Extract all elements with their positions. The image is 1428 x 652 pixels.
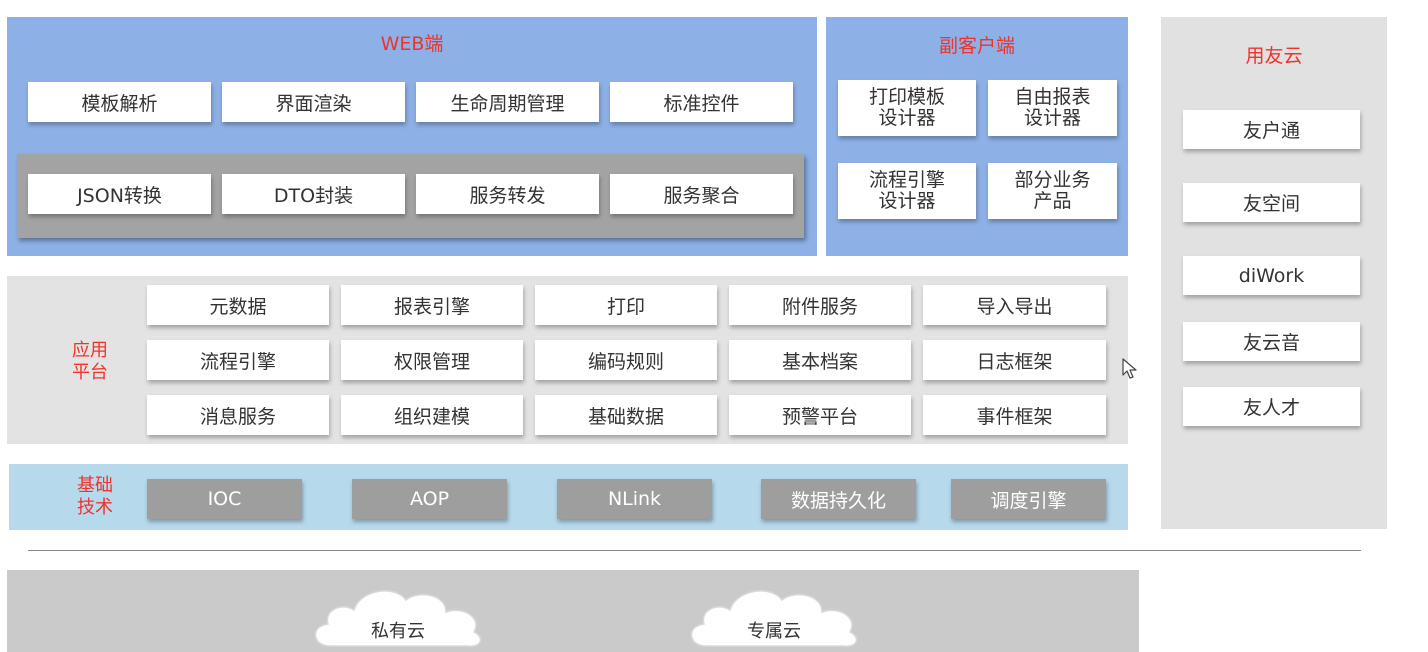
cloud-icon <box>314 590 482 647</box>
app-module: 权限管理 <box>341 340 523 380</box>
web-service-json: JSON转换 <box>28 174 211 214</box>
app-module: 基础数据 <box>535 395 717 435</box>
cloud-item-yourencai: 友人才 <box>1183 387 1360 426</box>
mouse-cursor-icon <box>1122 358 1138 384</box>
base-tech-nlink: NLink <box>557 479 712 519</box>
cloud-item-youyunyin: 友云音 <box>1183 322 1360 361</box>
app-module: 导入导出 <box>923 285 1106 325</box>
divider-line <box>28 550 1361 551</box>
app-module: 基本档案 <box>729 340 911 380</box>
cloud-item-youhutong: 友户通 <box>1183 110 1360 149</box>
sub-client-title: 副客户端 <box>938 35 1015 57</box>
app-module: 预警平台 <box>729 395 911 435</box>
web-service-aggregate: 服务聚合 <box>610 174 793 214</box>
dedicated-cloud-label: 专属云 <box>747 621 801 642</box>
app-module: 消息服务 <box>147 395 329 435</box>
app-module: 元数据 <box>147 285 329 325</box>
sub-client-business-products: 部分业务 产品 <box>988 163 1117 219</box>
web-module-std-controls: 标准控件 <box>610 82 793 122</box>
private-cloud-label: 私有云 <box>371 621 425 642</box>
app-module: 事件框架 <box>923 395 1106 435</box>
web-service-forward: 服务转发 <box>416 174 599 214</box>
cloud-item-diwork: diWork <box>1183 256 1360 295</box>
web-title: WEB端 <box>380 33 444 55</box>
cloud-item-youkongjian: 友空间 <box>1183 183 1360 222</box>
base-tech-ioc: IOC <box>147 479 302 519</box>
app-platform-label: 应用 平台 <box>72 340 108 383</box>
cloud-icon <box>690 590 858 647</box>
base-tech-scheduler: 调度引擎 <box>951 479 1106 519</box>
web-service-dto: DTO封装 <box>222 174 405 214</box>
sub-client-print-designer: 打印模板 设计器 <box>838 80 976 136</box>
web-module-template-parse: 模板解析 <box>28 82 211 122</box>
base-tech-label: 基础 技术 <box>77 475 113 518</box>
yonyou-cloud-title: 用友云 <box>1245 45 1303 67</box>
app-module: 附件服务 <box>729 285 911 325</box>
app-module: 日志框架 <box>923 340 1106 380</box>
app-module: 报表引擎 <box>341 285 523 325</box>
dedicated-cloud: 专属云 <box>684 584 864 648</box>
app-module: 打印 <box>535 285 717 325</box>
app-module: 编码规则 <box>535 340 717 380</box>
sub-client-report-designer: 自由报表 设计器 <box>988 80 1117 136</box>
app-module: 组织建模 <box>341 395 523 435</box>
web-module-lifecycle: 生命周期管理 <box>416 82 599 122</box>
private-cloud: 私有云 <box>308 584 488 648</box>
base-tech-persistence: 数据持久化 <box>761 479 916 519</box>
infra-panel <box>7 570 1139 652</box>
base-tech-aop: AOP <box>352 479 507 519</box>
sub-client-flow-designer: 流程引擎 设计器 <box>838 163 976 219</box>
web-module-render: 界面渲染 <box>222 82 405 122</box>
app-module: 流程引擎 <box>147 340 329 380</box>
